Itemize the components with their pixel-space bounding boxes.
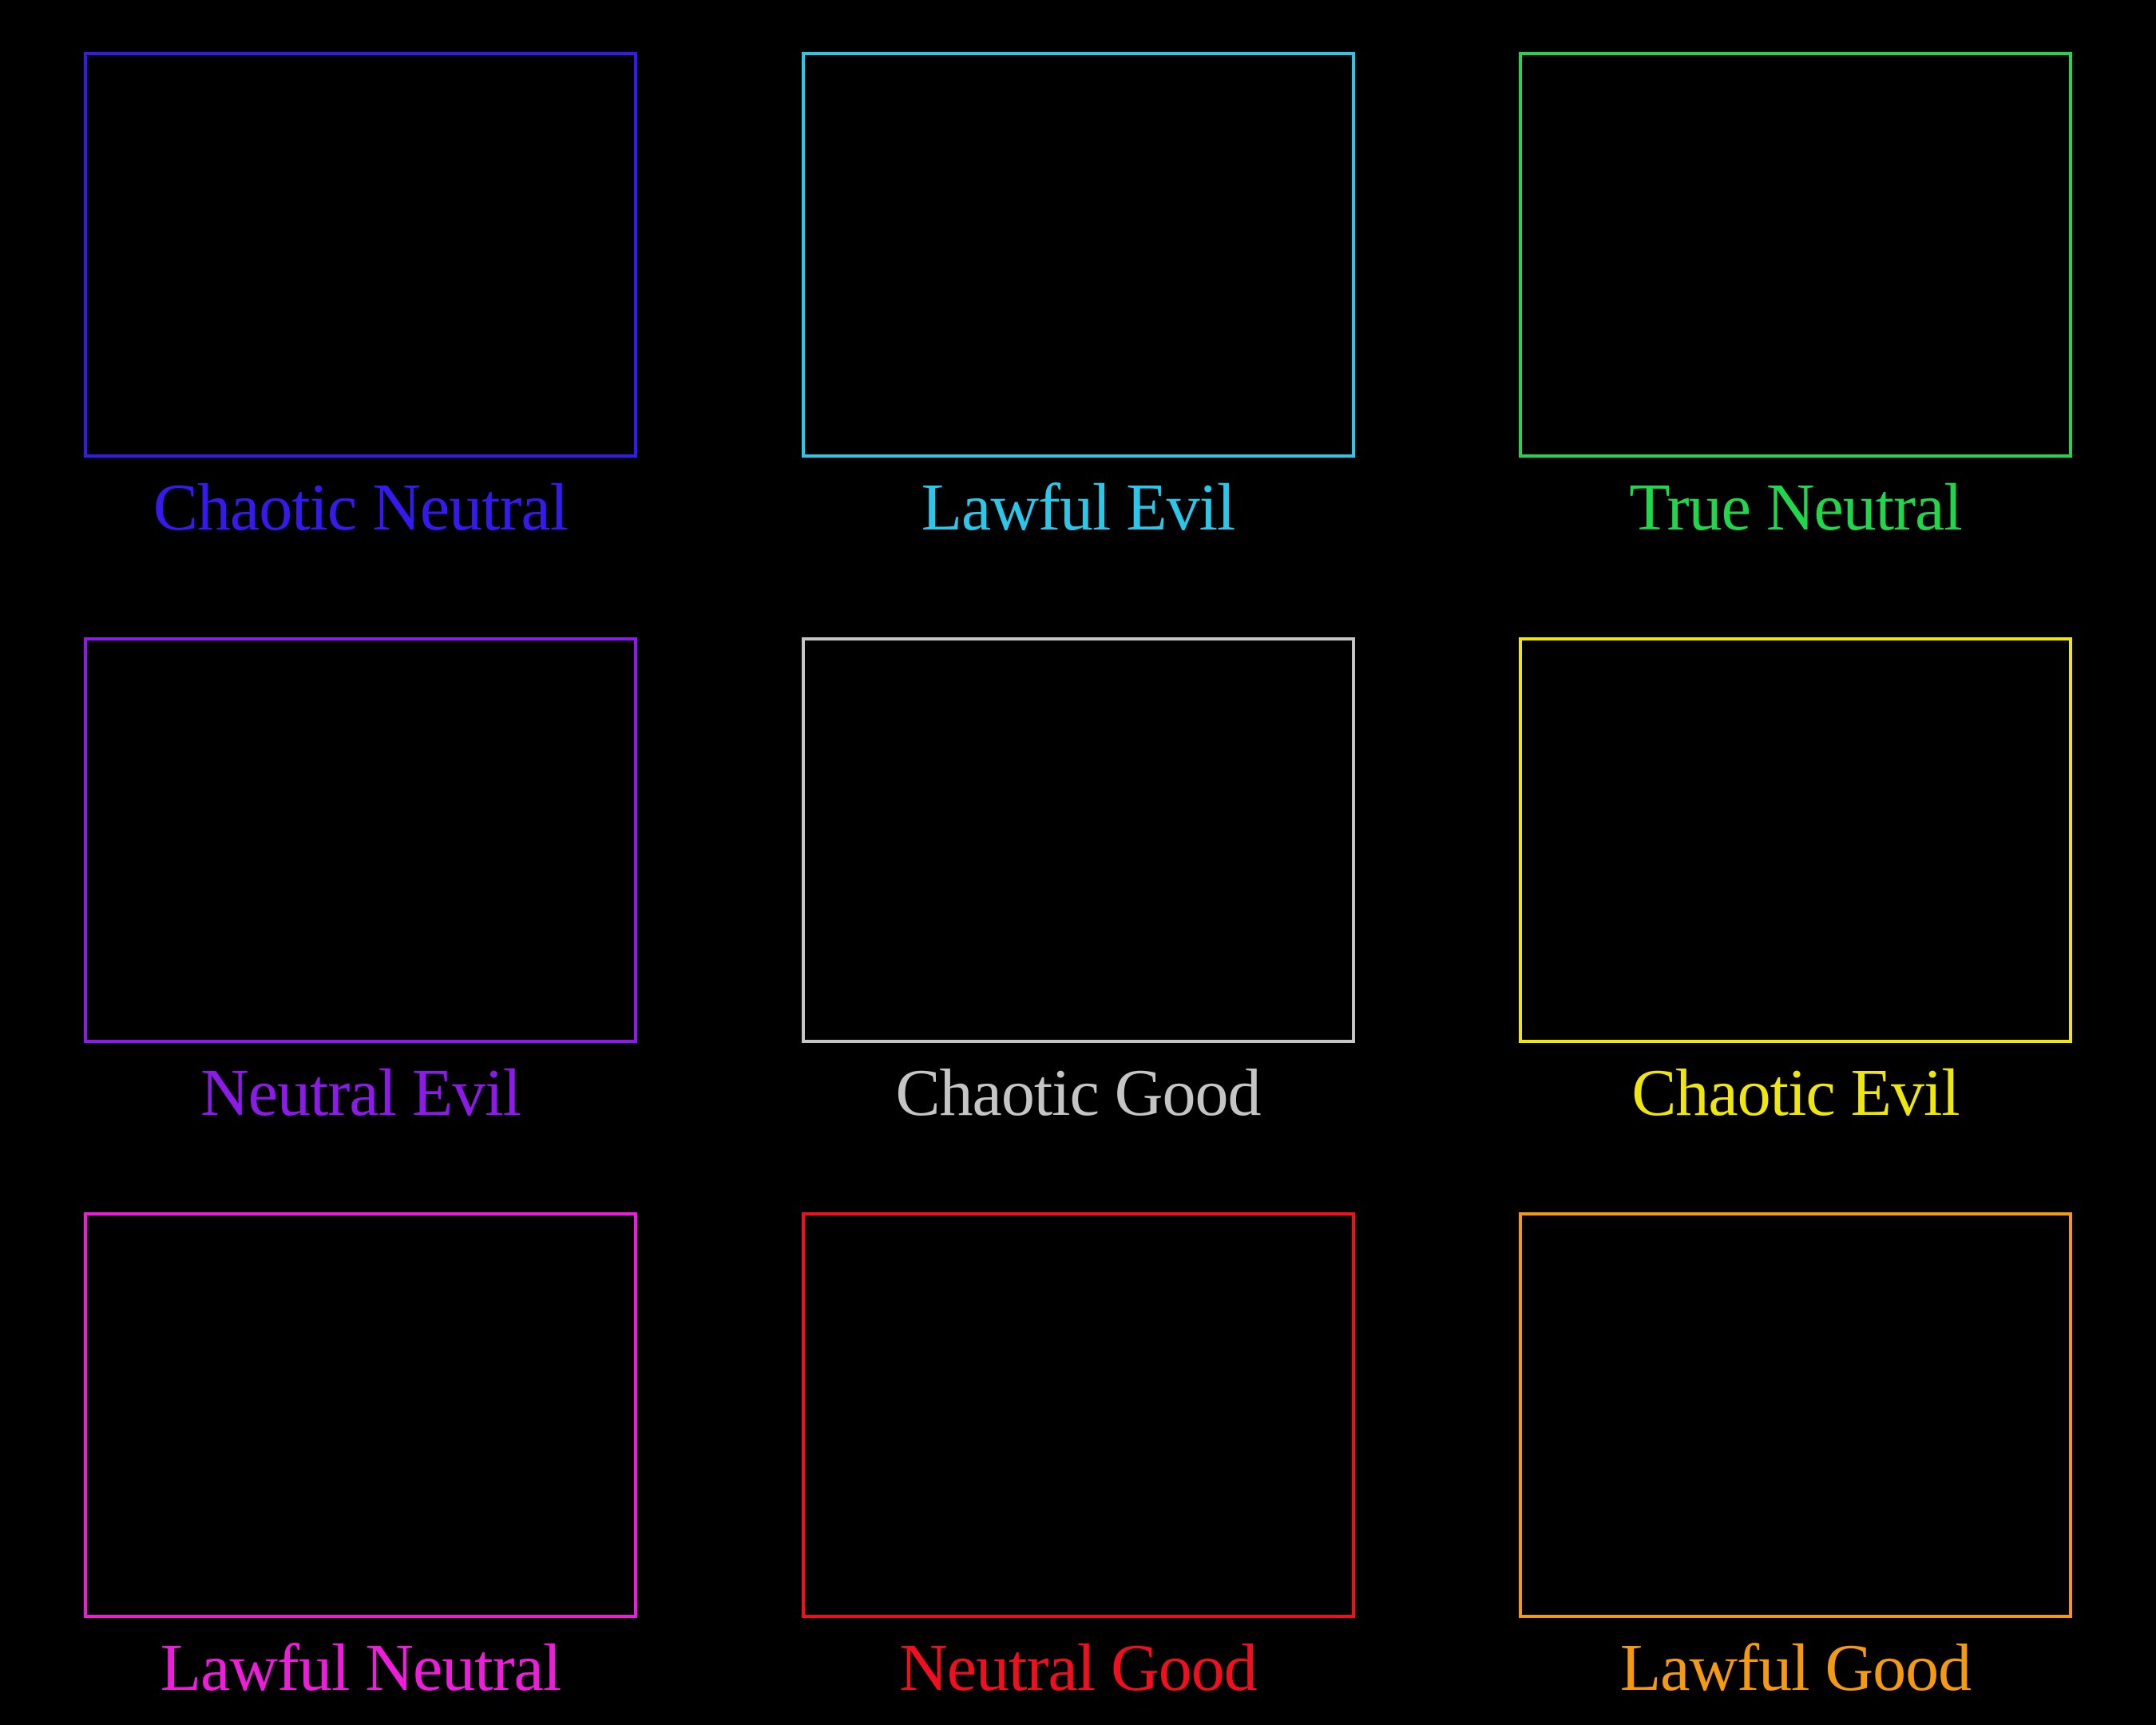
alignment-grid: Chaotic Neutral Lawful Evil True Neutral… [84, 52, 2072, 1725]
box-chaotic-neutral [84, 52, 637, 458]
box-lawful-evil [801, 52, 1355, 458]
label-chaotic-neutral: Chaotic Neutral [153, 470, 569, 545]
box-lawful-good [1519, 1212, 2072, 1618]
cell-chaotic-evil: Chaotic Evil [1519, 637, 2072, 1212]
box-chaotic-evil [1519, 637, 2072, 1043]
cell-true-neutral: True Neutral [1519, 52, 2072, 637]
label-lawful-neutral: Lawful Neutral [160, 1631, 561, 1705]
box-true-neutral [1519, 52, 2072, 458]
cell-neutral-good: Neutral Good [801, 1212, 1355, 1725]
cell-chaotic-neutral: Chaotic Neutral [84, 52, 637, 637]
cell-chaotic-good: Chaotic Good [801, 637, 1355, 1212]
box-neutral-good [801, 1212, 1355, 1618]
cell-neutral-evil: Neutral Evil [84, 637, 637, 1212]
label-lawful-good: Lawful Good [1619, 1631, 1972, 1705]
box-chaotic-good [801, 637, 1355, 1043]
label-neutral-good: Neutral Good [899, 1631, 1258, 1705]
label-true-neutral: True Neutral [1629, 470, 1963, 545]
label-neutral-evil: Neutral Evil [200, 1056, 521, 1130]
cell-lawful-evil: Lawful Evil [801, 52, 1355, 637]
box-neutral-evil [84, 637, 637, 1043]
label-lawful-evil: Lawful Evil [921, 470, 1236, 545]
cell-lawful-neutral: Lawful Neutral [84, 1212, 637, 1725]
label-chaotic-good: Chaotic Good [895, 1056, 1262, 1130]
cell-lawful-good: Lawful Good [1519, 1212, 2072, 1725]
box-lawful-neutral [84, 1212, 637, 1618]
label-chaotic-evil: Chaotic Evil [1631, 1056, 1960, 1130]
